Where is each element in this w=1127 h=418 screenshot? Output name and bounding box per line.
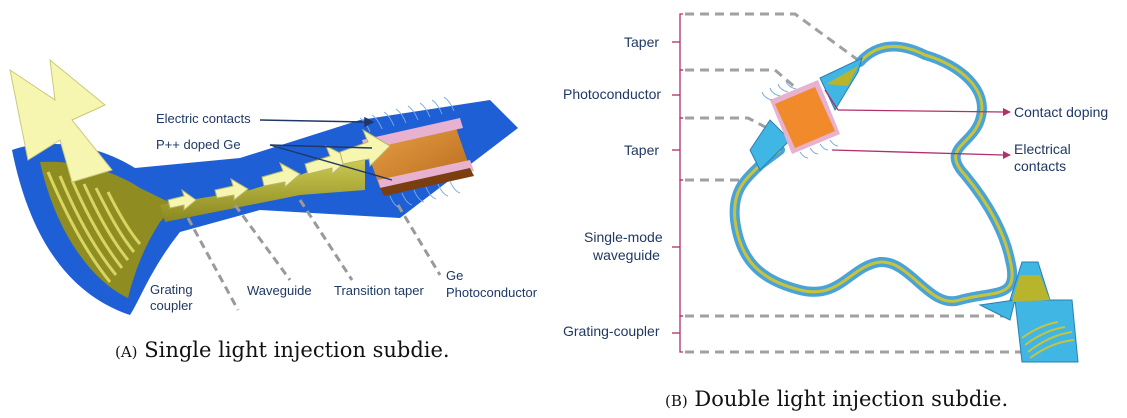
label-taper-mid: Taper [624,142,660,158]
label-contacts: contacts [1014,158,1067,174]
gc-grating-lines [1021,321,1075,359]
gc-taper-left [978,299,1016,321]
grating-lines [46,171,142,283]
label-waveguide-b: waveguide [593,247,660,263]
contact-pink-top [362,118,463,150]
gc-body [1014,299,1079,363]
panel-a-diagram [9,58,518,315]
brackets [672,13,683,353]
label-single-mode: Single-mode [584,229,663,245]
label-taper-top: Taper [624,34,660,50]
label-photoconductor-b: Photoconductor [563,86,662,102]
photoconductor-orange [775,87,835,148]
ge-side [380,168,474,196]
label-electric-contacts: Electric contacts [156,111,251,126]
annotation-arrows [824,89,1004,156]
label-contact-doping: Contact doping [1014,104,1109,120]
label-photoconductor-a: Photoconductor [446,285,538,300]
label-coupler: coupler [150,298,193,313]
pointer-lines [259,116,393,181]
caption-b: (B) Double light injection subdie. [665,387,1009,411]
label-p-doped-ge: P++ doped Ge [156,137,241,152]
leader-dashes [186,199,442,311]
label-electrical: Electrical [1014,141,1071,157]
label-grating-coupler-b: Grating-coupler [563,323,660,339]
label-transition-taper: Transition taper [334,283,424,298]
b-contact-hairs [761,80,839,159]
label-grating: Grating [150,282,193,297]
taper-top-olive [826,66,858,86]
label-waveguide: Waveguide [247,283,312,298]
label-ge: Ge [446,268,464,283]
incident-light-arrow [9,58,113,183]
waveguide-taper [160,150,365,222]
caption-a: (A) Single light injection subdie. [115,338,450,362]
gc-olive [1012,275,1050,302]
